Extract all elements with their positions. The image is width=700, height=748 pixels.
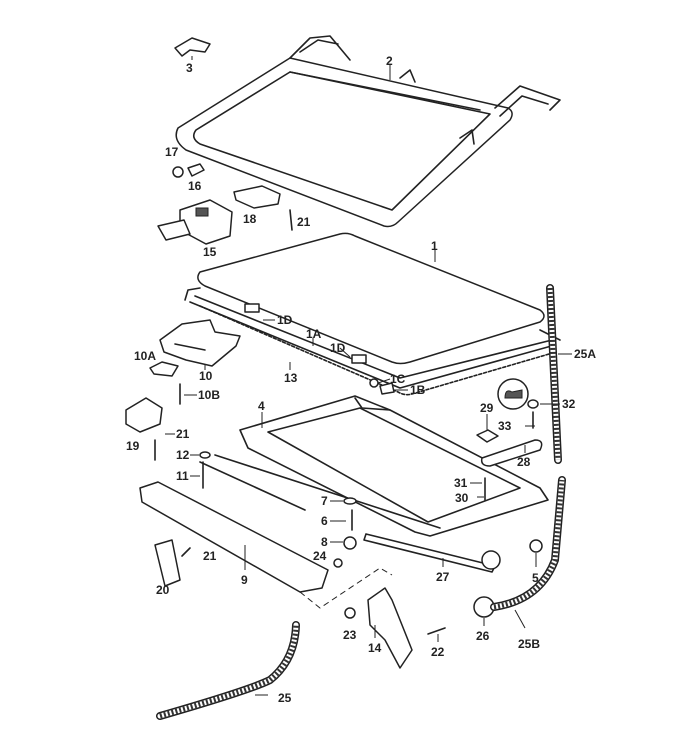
label-1D-2: 1D [330,341,346,355]
label-32: 32 [562,397,576,411]
label-30: 30 [455,491,469,505]
label-1A: 1A [306,327,322,341]
label-27: 27 [436,570,450,584]
part-12-washer [199,451,211,459]
label-1: 1 [431,239,438,253]
part-25B-cable [490,476,566,611]
part-1D-block [244,303,260,313]
label-10: 10 [199,369,213,383]
label-33: 33 [498,419,512,433]
part-27-strip [363,533,496,573]
label-15: 15 [203,245,217,259]
label-13: 13 [284,371,298,385]
part-15-bracket [157,199,233,245]
label-17: 17 [165,145,179,159]
label-24: 24 [313,549,327,563]
label-21: 21 [297,215,311,229]
label-1C: 1C [390,372,406,386]
part-8-nut [343,536,357,550]
label-7: 7 [321,494,328,508]
label-25B: 25B [518,637,540,651]
label-28: 28 [517,455,531,469]
part-4-frame [199,395,549,537]
part-1C-washer [369,378,379,388]
label-21-b: 21 [176,427,190,441]
label-19: 19 [126,439,140,453]
label-23: 23 [343,628,357,642]
label-8: 8 [321,535,328,549]
part-5-knob [529,539,543,553]
label-4: 4 [258,399,265,413]
part-18-guide [233,185,281,209]
part-23-bolt [344,607,356,619]
part-16-bolt [187,163,205,177]
label-25A: 25A [574,347,596,361]
part-7-washer [343,497,357,505]
label-9: 9 [241,573,248,587]
label-25: 25 [278,691,292,705]
part-3-clip [174,37,211,57]
label-1B: 1B [410,383,426,397]
label-5: 5 [532,571,539,585]
label-10A: 10A [134,349,156,363]
part-10-mechanism [159,319,241,367]
label-18: 18 [243,212,257,226]
part-20-bracket [154,539,181,587]
label-3: 3 [186,61,193,75]
label-14: 14 [368,641,382,655]
label-26: 26 [476,629,490,643]
label-1D: 1D [277,313,293,327]
label-20: 20 [156,583,170,597]
part-17-washer [172,166,184,178]
label-29: 29 [480,401,494,415]
part-22-screw [427,627,446,635]
label-10B: 10B [198,388,220,402]
part-10A-clip [149,361,179,377]
part-1D-block-2 [351,354,367,364]
part-14-bracket [367,587,413,669]
part-29-plate [476,429,499,443]
part-27-inset [481,550,501,570]
label-21-c: 21 [203,549,217,563]
part-19-bracket [125,397,163,433]
part-21-screw [289,209,293,231]
label-2: 2 [386,54,393,68]
label-12: 12 [176,448,190,462]
label-22: 22 [431,645,445,659]
part-1-panel [197,232,545,365]
part-32-nut [527,399,539,409]
part-1B-screw [379,382,395,395]
label-6: 6 [321,514,328,528]
callout-labels: 3 2 17 16 18 21 15 1 1D 1A 1D 10A 10 13 … [126,54,596,705]
part-2-trim-frame [175,35,561,228]
part-24-screw [333,558,343,568]
label-31: 31 [454,476,468,490]
part-28-lever [480,439,543,467]
part-25-cable [156,621,300,720]
part-21-screw-c [181,547,191,557]
leader-lines [165,56,572,696]
part-9-rail [139,481,329,593]
label-16: 16 [188,179,202,193]
label-11: 11 [176,469,189,483]
